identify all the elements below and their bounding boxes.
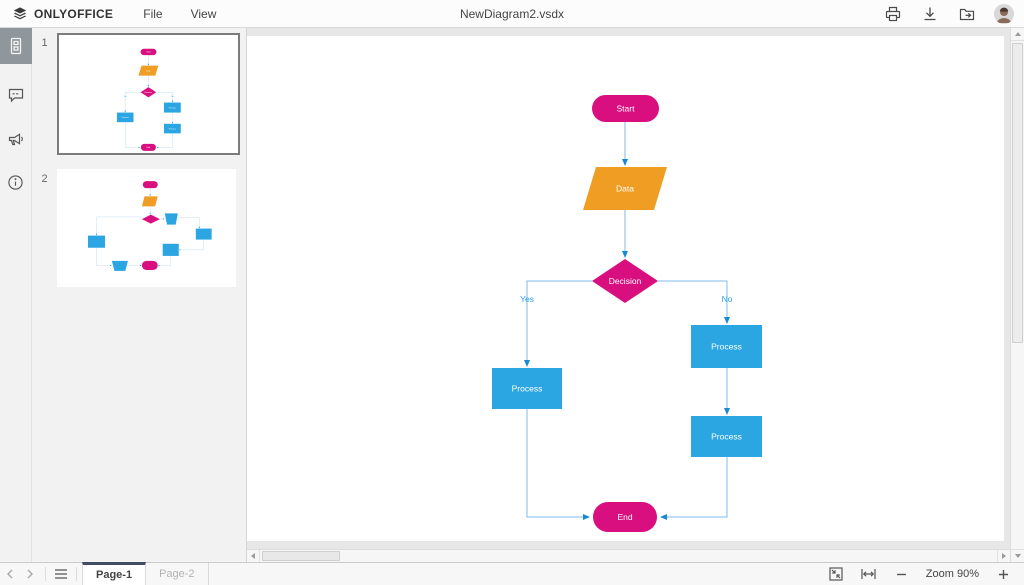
svg-text:Yes: Yes [124, 96, 127, 98]
previous-page-button[interactable] [0, 563, 20, 585]
sidebar-item-thumbnails[interactable] [0, 28, 32, 64]
zoom-in-button[interactable] [994, 565, 1012, 583]
sidebar-item-feedback[interactable] [0, 123, 32, 154]
svg-text:Process: Process [711, 342, 742, 352]
logo-text: ONLYOFFICE [34, 6, 114, 21]
svg-text:Decision: Decision [145, 92, 153, 94]
download-icon[interactable] [920, 4, 940, 24]
scroll-right-button[interactable] [997, 550, 1010, 562]
svg-text:Process: Process [122, 116, 129, 119]
sidebar-item-about[interactable] [0, 167, 32, 198]
svg-text:Start: Start [146, 51, 151, 54]
statusbar-divider [76, 567, 77, 581]
plus-icon [998, 569, 1008, 579]
thumbnails-icon [10, 37, 21, 55]
zoom-level-label[interactable]: Zoom 90% [925, 568, 979, 580]
topbar-actions [883, 3, 1024, 24]
vertical-scrollbar[interactable] [1010, 28, 1024, 562]
fit-page-button[interactable] [827, 565, 845, 583]
scroll-left-button[interactable] [247, 550, 260, 562]
thumbnail-row-2: 2 [32, 169, 246, 287]
tab-page-2[interactable]: Page-2 [146, 563, 209, 585]
thumbnail-number: 2 [41, 173, 48, 185]
status-bar: Page-1 Page-2 Zoom 90% [0, 562, 1024, 585]
feedback-icon [8, 132, 23, 145]
printer-icon[interactable] [883, 4, 903, 24]
thumbnail-page-2-preview [87, 181, 212, 271]
info-icon [8, 175, 23, 190]
svg-text:Data: Data [146, 69, 151, 72]
page-list-button[interactable] [51, 563, 71, 585]
menu-bar: File View [143, 7, 216, 21]
next-page-button[interactable] [20, 563, 40, 585]
chevron-right-icon [27, 569, 33, 579]
statusbar-divider [45, 567, 46, 581]
scroll-up-button[interactable] [1011, 28, 1024, 41]
onlyoffice-layers-icon [13, 6, 27, 19]
svg-text:Decision: Decision [609, 276, 642, 286]
svg-text:No: No [171, 96, 174, 98]
scroll-down-button[interactable] [1011, 549, 1024, 562]
page-tabs: Page-1 Page-2 [82, 562, 209, 585]
user-avatar[interactable] [994, 3, 1014, 24]
horizontal-scroll-thumb[interactable] [262, 551, 340, 561]
top-bar: ONLYOFFICE File View NewDiagram2.vsdx [0, 0, 1024, 28]
zoom-out-button[interactable] [893, 565, 911, 583]
thumbnail-page-2[interactable] [57, 169, 236, 287]
minus-icon [897, 573, 907, 575]
zoom-controls: Zoom 90% [827, 563, 1024, 585]
onlyoffice-logo: ONLYOFFICE [0, 6, 113, 22]
sidebar-item-comments[interactable] [0, 79, 32, 110]
svg-text:Start: Start [617, 104, 636, 114]
svg-text:Process: Process [169, 127, 176, 130]
horizontal-scrollbar[interactable] [247, 549, 1010, 562]
fit-width-button[interactable] [860, 565, 878, 583]
comments-icon [8, 88, 23, 102]
svg-text:Data: Data [616, 184, 634, 194]
svg-text:End: End [617, 512, 632, 522]
fit-page-icon [829, 567, 843, 581]
tab-page-1[interactable]: Page-1 [82, 562, 147, 585]
page-list-icon [55, 569, 67, 579]
vertical-scroll-thumb[interactable] [1012, 43, 1023, 343]
menu-file[interactable]: File [143, 6, 163, 21]
menu-view[interactable]: View [190, 6, 217, 21]
svg-text:Yes: Yes [520, 294, 534, 304]
svg-text:Process: Process [711, 432, 742, 442]
save-copy-icon[interactable] [957, 4, 977, 24]
svg-text:No: No [722, 294, 733, 304]
thumbnail-number: 1 [41, 37, 48, 49]
left-toolbar [0, 28, 32, 562]
fit-width-icon [861, 569, 876, 579]
svg-text:End: End [147, 147, 151, 149]
svg-text:Process: Process [169, 106, 176, 109]
chevron-left-icon [7, 569, 13, 579]
svg-text:Process: Process [512, 384, 543, 394]
